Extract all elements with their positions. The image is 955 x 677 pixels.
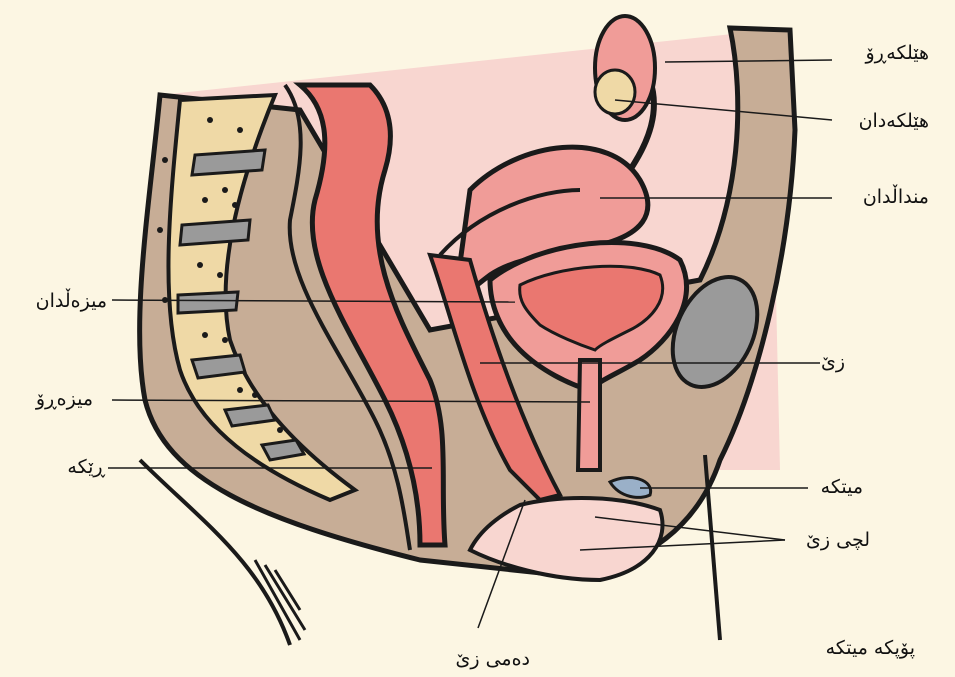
ovary-inner: [595, 70, 635, 114]
label-fallopian-tube: هێلکەدان: [859, 110, 929, 132]
label-ovary: هێلکەڕۆ: [866, 42, 930, 64]
label-rectum: ڕێکە: [67, 456, 105, 478]
label-clitoral-hood: پۆپکە میتکە: [826, 637, 915, 659]
label-urethra: میزەڕۆ: [36, 388, 93, 410]
label-vaginal-opening: دەمی زێ: [455, 648, 530, 670]
urethra: [578, 360, 600, 470]
label-bladder: میزەڵدان: [36, 290, 107, 312]
label-labia: لچی زێ: [806, 529, 870, 551]
label-uterus: منداڵدان: [863, 186, 929, 208]
pubic-hair: [255, 560, 305, 640]
label-vagina: زێ: [821, 351, 845, 373]
label-clitoris: میتکە: [821, 476, 863, 498]
